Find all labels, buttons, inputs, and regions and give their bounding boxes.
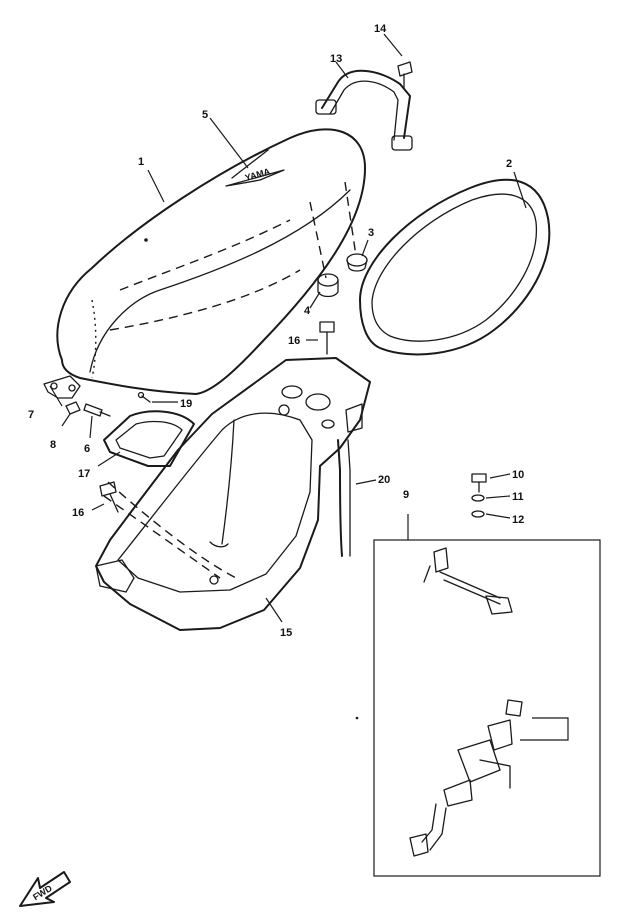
callout-13: 13 xyxy=(330,53,342,65)
lock-set-box-part-9 xyxy=(373,539,601,877)
callout-4-leader xyxy=(309,291,321,309)
callout-15: 15 xyxy=(280,627,292,639)
callout-1: 1 xyxy=(138,156,144,168)
callout-5-leader xyxy=(209,117,249,169)
callout-11-leader xyxy=(485,495,511,499)
callout-11: 11 xyxy=(512,491,524,503)
fwd-arrow-icon: FWD xyxy=(19,871,71,907)
bolt-part-16-upper xyxy=(319,321,335,355)
callout-3-leader xyxy=(361,239,369,257)
callout-10: 10 xyxy=(512,469,524,481)
seat-to-damper-leader-2 xyxy=(344,181,357,257)
callout-20: 20 xyxy=(378,474,390,486)
damper-part-3 xyxy=(346,253,368,272)
marker-dot xyxy=(355,716,359,720)
screw-part-19 xyxy=(137,391,151,403)
callout-17: 17 xyxy=(78,468,90,480)
grab-bar-part-13 xyxy=(315,69,413,151)
callout-16-upper: 16 xyxy=(288,335,300,347)
callout-16-lower: 16 xyxy=(72,507,84,519)
callout-2-leader xyxy=(513,171,527,209)
seal-gasket-part-2 xyxy=(359,178,551,356)
lock-rod xyxy=(423,547,513,615)
hose-part-20 xyxy=(337,439,351,557)
callout-12: 12 xyxy=(512,514,524,526)
bracket-part-7 xyxy=(43,375,81,399)
callout-2: 2 xyxy=(506,158,512,170)
callout-8-leader xyxy=(61,413,71,427)
callout-7: 7 xyxy=(28,409,34,421)
callout-20-leader xyxy=(355,479,377,485)
callout-7-leader xyxy=(49,385,63,407)
callout-6-leader xyxy=(89,415,93,439)
callout-5: 5 xyxy=(202,109,208,121)
callout-17-leader xyxy=(97,451,121,467)
bolt-part-14 xyxy=(397,61,413,89)
seat-to-damper-leader xyxy=(309,201,327,279)
callout-1-leader xyxy=(147,169,165,203)
callout-9: 9 xyxy=(403,489,409,501)
callout-16b-leader xyxy=(91,503,105,511)
storage-bin-part-15 xyxy=(95,357,371,631)
washer-part-11 xyxy=(471,494,485,502)
bolt-part-16-lower xyxy=(99,481,119,513)
callout-8: 8 xyxy=(50,439,56,451)
nut-part-8 xyxy=(65,401,81,415)
callout-6: 6 xyxy=(84,443,90,455)
seat-part-1: YAMA xyxy=(56,128,366,395)
lid-part-17 xyxy=(103,410,195,467)
callout-3: 3 xyxy=(368,227,374,239)
callout-10-leader xyxy=(489,473,511,479)
bolt-part-6 xyxy=(83,403,111,417)
callout-14-leader xyxy=(383,33,403,57)
washer-part-12 xyxy=(471,510,485,518)
damper-part-4 xyxy=(317,273,339,298)
callout-19: 19 xyxy=(180,398,192,410)
callout-14: 14 xyxy=(374,23,387,35)
callout-12-leader xyxy=(485,513,511,519)
callout-15-leader xyxy=(265,597,283,623)
ignition-lock xyxy=(409,699,569,857)
callout-4: 4 xyxy=(304,305,311,317)
callout-13-leader xyxy=(335,61,349,79)
bolt-part-10 xyxy=(471,473,487,493)
